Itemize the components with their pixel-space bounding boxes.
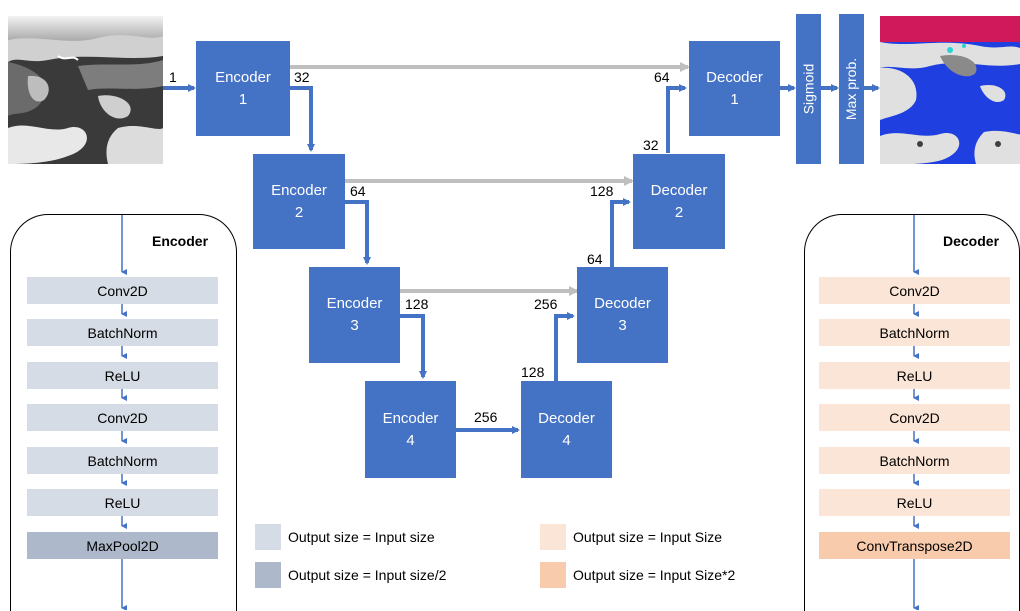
max-prob-label: Max prob. [843,57,860,121]
enc2-channels: 64 [350,183,366,199]
encoder-block-4: Encoder 4 [365,381,456,478]
decoder-block-4: Decoder 4 [521,381,612,478]
encoder-1-label: Encoder [215,68,271,86]
encoder-2-index: 2 [294,203,304,221]
encoder-3-label: Encoder [326,295,383,312]
dec3-skip-channels: 256 [534,296,558,312]
decoder-panel-layer-5: BatchNorm [819,447,1010,474]
bottleneck-channels: 256 [474,409,498,425]
dec2-skip-channels: 128 [590,183,614,199]
encoder-panel-layer-2: BatchNorm [27,319,218,346]
up-arrow-2 [666,84,687,153]
encoder-block-1: Encoder 1 [196,41,290,136]
legend-same-size: Output size = Input size [288,529,435,545]
encoder-4-index: 4 [406,431,415,449]
output-segmentation-image [880,16,1020,164]
dec2-up-channels: 64 [587,251,603,267]
down-arrow-2 [345,200,371,265]
encoder-panel-layer-4: Conv2D [27,404,218,431]
decoder-2-label: Decoder [650,181,708,199]
legend-dec-same-size: Output size = Input Size [573,529,723,545]
decoder-3-label: Decoder [594,295,651,312]
down-arrow-3 [400,314,427,379]
decoder-2-index: 2 [674,203,684,221]
decoder-block-1: Decoder 1 [689,41,780,136]
decoder-1-index: 1 [730,90,739,108]
decoder-panel-layer-3: ReLU [819,362,1010,389]
encoder-panel-title: Encoder [152,233,209,249]
legend-half-size: Output size = Input size/2 [288,567,447,583]
decoder-panel-layer-1: Conv2D [819,277,1010,304]
encoder-4-label: Encoder [382,409,439,427]
max-prob-block: Max prob. [839,14,864,164]
input-image [8,16,163,164]
encoder-1-index: 1 [238,90,248,108]
legend-swatch-half-size [255,562,281,588]
encoder-3-index: 3 [350,317,359,334]
decoder-4-label: Decoder [538,409,595,427]
encoder-panel-layer-3: ReLU [27,362,218,389]
dec1-up-channels: 32 [643,137,659,153]
decoder-panel-layer-2: BatchNorm [819,319,1010,346]
decoder-block-2: Decoder 2 [633,154,725,249]
encoder-detail-panel [10,214,237,611]
decoder-panel-layer-4: Conv2D [819,404,1010,431]
down-arrow-1 [290,86,315,152]
encoder-2-label: Encoder [271,181,327,199]
encoder-panel-layer-5: BatchNorm [27,447,218,474]
decoder-panel-layer-7: ConvTranspose2D [819,532,1010,559]
enc3-channels: 128 [405,296,429,312]
decoder-block-3: Decoder 3 [577,267,668,363]
legend-double-size: Output size = Input Size*2 [573,567,736,583]
decoder-4-index: 4 [562,431,571,449]
decoder-3-index: 3 [618,317,627,334]
up-arrow-3 [610,198,631,267]
dec3-up-channels: 128 [521,364,545,380]
sigmoid-label: Sigmoid [800,63,817,115]
up-arrow-4 [554,312,575,381]
legend-swatch-double-size [540,562,566,588]
encoder-panel-layer-6: ReLU [27,489,218,516]
encoder-block-3: Encoder 3 [309,267,400,363]
encoder-panel-layer-7: MaxPool2D [27,532,218,559]
encoder-block-2: Encoder 2 [253,154,345,249]
decoder-panel-layer-6: ReLU [819,489,1010,516]
enc1-channels: 32 [294,69,310,85]
decoder-1-label: Decoder [706,68,763,86]
sigmoid-block: Sigmoid [796,14,821,164]
legend-swatch-same-size [255,524,281,550]
legend-swatch-dec-same-size [540,524,566,550]
dec1-skip-channels: 64 [654,69,670,85]
input-channels: 1 [169,69,177,85]
decoder-panel-title: Decoder [943,233,1000,249]
encoder-panel-layer-1: Conv2D [27,277,218,304]
